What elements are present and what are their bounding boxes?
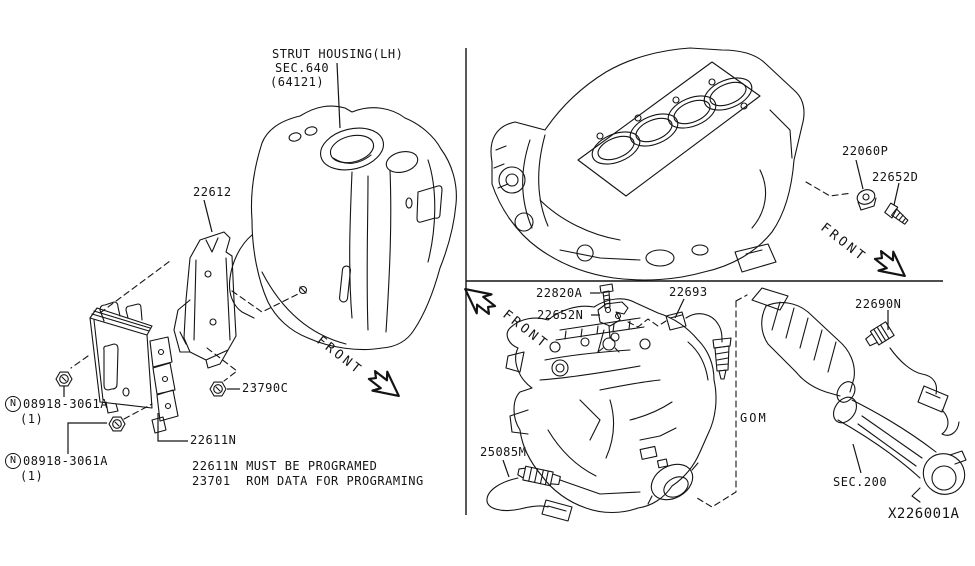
- knock-sensor-icon: [856, 189, 877, 211]
- part-label-22820a: 22820A: [536, 286, 583, 300]
- part-label-22652n: 22652N: [537, 308, 584, 322]
- front-arrow-top-left: FRONT: [314, 333, 400, 398]
- strut-housing-label-line3: (64121): [270, 75, 325, 89]
- cam-sensor-bracket-icon: [597, 301, 629, 353]
- strut-housing-label-line2: SEC.640: [275, 61, 330, 75]
- nut-lower-qty: (1): [20, 469, 44, 483]
- circled-n-icon: N: [5, 396, 21, 412]
- front-arrow-top-right: FRONT: [818, 220, 906, 278]
- front-label-top-right: FRONT: [818, 220, 870, 265]
- ecm-module-drawing: [89, 301, 179, 434]
- exhaust-converter-drawing: [751, 287, 967, 503]
- part-label-22652d: 22652D: [872, 170, 919, 184]
- o2-sensor-lower-icon: [486, 465, 573, 522]
- part-label-22690n: 22690N: [855, 297, 902, 311]
- ecm-bracket-drawing: [173, 231, 237, 369]
- harness-ref-label: GOM: [740, 411, 768, 425]
- strut-housing-label-line1: STRUT HOUSING(LH): [272, 47, 404, 61]
- top-right-leaders: [805, 159, 900, 206]
- part-label-23790c: 23790C: [242, 381, 289, 395]
- o2-sensor-front-icon: [665, 311, 732, 380]
- part-label-25085m: 25085M: [480, 445, 527, 459]
- programming-note-line1: 22611N MUST BE PROGRAMED: [192, 459, 378, 473]
- part-label-nut-lower: N 08918-3061A: [5, 453, 108, 469]
- nut-icons: [55, 371, 227, 432]
- part-label-nut-upper: N 08918-3061A: [5, 396, 108, 412]
- top-left-leaders: [63, 62, 341, 454]
- o2-sensor-rear-icon: [865, 321, 960, 436]
- panel-dividers: [465, 48, 943, 515]
- diagram-id-code: X226001A: [888, 506, 960, 522]
- bolt-icon-22652d: [884, 202, 909, 225]
- circled-n-icon: N: [5, 453, 21, 469]
- front-label-top-left: FRONT: [314, 333, 366, 378]
- bolt-icon-22820a: [599, 283, 614, 309]
- section-label-sec200: SEC.200: [833, 475, 888, 489]
- nut-lower-number: 08918-3061A: [23, 454, 108, 468]
- strut-housing-drawing: [228, 105, 457, 351]
- nut-upper-qty: (1): [20, 412, 44, 426]
- nut-upper-number: 08918-3061A: [23, 397, 108, 411]
- part-label-22693: 22693: [669, 285, 708, 299]
- engine-block-drawing: [490, 47, 805, 281]
- programming-note-line2: 23701 ROM DATA FOR PROGRAMING: [192, 474, 424, 488]
- part-label-22060p: 22060P: [842, 144, 889, 158]
- bottom-right-leaders: [502, 292, 889, 508]
- part-label-22612: 22612: [193, 185, 232, 199]
- part-label-22611n: 22611N: [190, 433, 237, 447]
